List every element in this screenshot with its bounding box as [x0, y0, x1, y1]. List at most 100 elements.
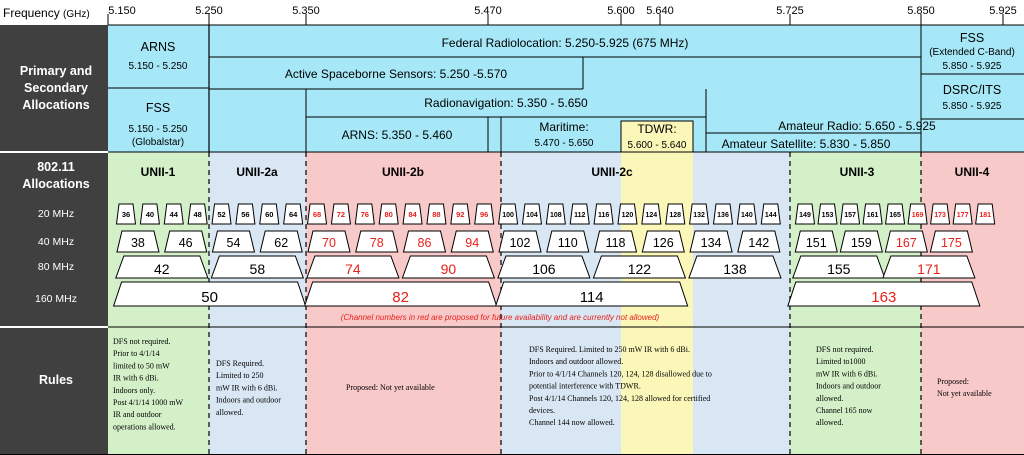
channel-40-110-label: 110 [558, 236, 578, 250]
channel-20-132-shape [689, 203, 710, 225]
channel-40-70-shape [307, 230, 351, 253]
tdwr-range: 5.600 - 5.640 [628, 140, 687, 151]
red-channel-note: (Channel numbers in red are proposed for… [341, 313, 660, 322]
channel-80-155-label: 155 [827, 261, 851, 277]
row-label-alloc-1: 802.11 [37, 160, 75, 174]
channel-40-167-shape [884, 230, 928, 253]
amateur-sat-label: Amateur Satellite: 5.830 - 5.850 [722, 137, 891, 151]
channel-20-144-label: 144 [765, 212, 777, 219]
channel-20-165-label: 165 [889, 212, 901, 219]
channel-160-50-label: 50 [201, 289, 218, 306]
rule-line-unii2c: potential interference with TDWR. [529, 382, 641, 391]
rule-line-unii1: limited to 50 mW [113, 361, 170, 370]
rule-line-unii3: allowed. [816, 418, 843, 427]
federal-label: Federal Radiolocation: 5.250-5.925 (675 … [442, 36, 689, 50]
channel-20-149-shape [794, 203, 816, 225]
channel-20-157-shape [839, 203, 861, 225]
channel-160-163-shape [787, 281, 981, 307]
channel-80-58-shape [210, 255, 305, 279]
channel-20-36-label: 36 [122, 210, 130, 219]
channel-20-177-label: 177 [957, 212, 969, 219]
band-label-unii3: UNII-3 [840, 165, 875, 179]
channel-20-60-label: 60 [265, 210, 273, 219]
channel-20-173-shape [930, 203, 951, 225]
channel-20-88-shape [426, 203, 447, 225]
tick-label: 5.725 [776, 5, 804, 17]
rule-line-unii3: allowed. [816, 394, 843, 403]
row-label-alloc-2: Allocations [22, 177, 89, 191]
channel-40-159-label: 159 [851, 236, 872, 250]
width-labels: 20 MHz 40 MHz 80 MHz 160 MHz [35, 208, 77, 305]
channel-20-153-label: 153 [822, 212, 834, 219]
channel-20-157-label: 157 [844, 212, 856, 219]
row-label-primary-1: Primary and [20, 64, 92, 78]
channel-80-171-label: 171 [917, 261, 941, 277]
rule-line-unii1: DFS not required. [113, 337, 171, 346]
width-label-80: 80 MHz [38, 261, 74, 273]
channel-20-124-label: 124 [646, 212, 658, 219]
channel-20-140-shape [736, 203, 757, 225]
channel-40-86-label: 86 [418, 236, 432, 250]
rule-line-unii1: IR with 6 dBi. [113, 374, 159, 383]
channel-40-78-shape [355, 230, 399, 253]
channel-20-48-label: 48 [193, 210, 201, 219]
rule-line-unii2c: Post 4/1/14 Channels 120, 124, 128 allow… [529, 394, 710, 403]
fss-left-range: 5.150 - 5.250 [129, 124, 188, 135]
channel-20-40-label: 40 [146, 210, 154, 219]
channel-20-108-shape [545, 203, 566, 225]
channel-160-114-label: 114 [580, 289, 604, 306]
channel-80-74-label: 74 [345, 261, 361, 277]
rule-line-unii2a: Limited to 250 [216, 371, 264, 380]
band-label-unii2a: UNII-2a [236, 165, 278, 179]
channel-20-161-label: 161 [867, 212, 879, 219]
channel-40-118-label: 118 [606, 236, 626, 250]
channel-20-52-shape [211, 203, 232, 225]
width-label-20: 20 MHz [38, 208, 74, 220]
rule-line-unii2c: Indoors and outdoor allowed. [529, 357, 623, 366]
tick-label: 5.250 [195, 5, 223, 17]
frequency-axis [107, 14, 1004, 25]
row-label-rules: Rules [39, 373, 73, 387]
channel-40-54-label: 54 [227, 236, 241, 250]
channel-40-102-label: 102 [510, 236, 531, 250]
dsrc-title: DSRC/ITS [943, 83, 1001, 97]
channel-20-88-label: 88 [432, 210, 440, 219]
row-label-primary-2: Secondary [24, 81, 88, 95]
rule-line-unii2c: Prior to 4/1/14 Channels 120, 124, 128 d… [529, 369, 712, 378]
rule-line-unii3: mW IR with 6 dBi. [816, 369, 877, 378]
channel-20-104-shape [521, 203, 543, 225]
rules-text: DFS not required. Prior to 4/1/14 limited … [113, 337, 992, 431]
channel-20-116-label: 116 [598, 212, 609, 219]
tdwr-title: TDWR: [637, 122, 676, 136]
rule-line-unii1: Prior to 4/1/14 [113, 349, 160, 358]
channel-20-80-label: 80 [385, 210, 393, 219]
channel-20-169-label: 169 [912, 212, 924, 219]
channel-40-62-shape [259, 230, 303, 253]
rule-line-unii3: Indoors and outdoor [816, 382, 881, 391]
channel-80-90-shape [401, 255, 496, 279]
band-labels: UNII-1 UNII-2a UNII-2b UNII-2c UNII-3 UN… [141, 165, 990, 179]
channel-40-62-label: 62 [274, 236, 288, 250]
channel-20-173-label: 173 [934, 212, 946, 219]
channel-40-70-label: 70 [322, 236, 336, 250]
channel-40-159-shape [839, 230, 883, 253]
channel-40-134-shape [689, 230, 733, 253]
channel-20-48-shape [187, 203, 208, 225]
width-label-160: 160 MHz [35, 293, 77, 305]
channel-40-78-label: 78 [370, 236, 384, 250]
channel-20-72-label: 72 [337, 210, 345, 219]
fss-right-note: (Extended C-Band) [929, 47, 1015, 58]
tick-label: 5.925 [989, 5, 1017, 17]
channel-40-175-shape [929, 230, 974, 253]
rule-line-unii3: DFS not required. [816, 345, 874, 354]
channel-40-118-shape [593, 230, 638, 253]
channel-40-46-label: 46 [179, 236, 193, 250]
rule-line-unii2a: mW IR with 6 dBi. [216, 383, 277, 392]
channel-20-44-shape [163, 203, 184, 225]
tick-label: 5.150 [108, 5, 136, 17]
rule-line-unii1: Indoors only. [113, 386, 155, 395]
channel-20-52-label: 52 [217, 210, 225, 219]
channel-40-126-label: 126 [653, 236, 674, 250]
